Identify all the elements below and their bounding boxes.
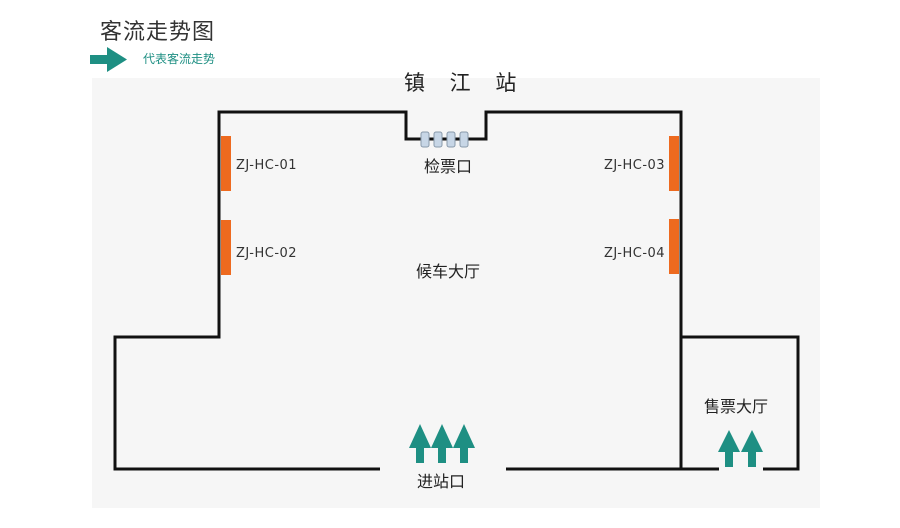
floor-plan-background	[92, 78, 820, 508]
ticket-hall-label: 售票大厅	[704, 397, 769, 416]
gate-slot	[459, 131, 469, 148]
ticket-gate-slots	[420, 131, 469, 148]
device-bar-zj-hc-04	[669, 219, 679, 274]
device-bar-zj-hc-02	[221, 220, 231, 275]
flow-arrow-icon	[741, 430, 763, 467]
device-bar-zj-hc-01	[221, 136, 231, 191]
main-wall	[113, 110, 683, 471]
station-name: 镇 江 站	[404, 71, 526, 95]
legend-label: 代表客流走势	[143, 52, 216, 66]
diagram-title: 客流走势图	[100, 20, 216, 45]
device-label-zj-hc-01: ZJ-HC-01	[236, 158, 298, 173]
gate-slot	[446, 131, 456, 148]
ticket-gate-label: 检票口	[424, 157, 473, 176]
device-label-zj-hc-02: ZJ-HC-02	[236, 246, 298, 261]
waiting-hall-label: 候车大厅	[416, 262, 481, 281]
flow-arrow-icon	[453, 424, 475, 463]
entrance-label: 进站口	[417, 472, 466, 491]
device-bar-zj-hc-03	[669, 136, 679, 191]
gate-slot	[433, 131, 443, 148]
flow-arrow-icon	[431, 424, 453, 463]
ticket-hall-wall	[681, 335, 800, 471]
ticket-hall-flow-arrows	[718, 430, 763, 467]
gate-slot	[420, 131, 430, 148]
device-label-zj-hc-03: ZJ-HC-03	[604, 158, 666, 173]
flow-arrow-icon	[718, 430, 740, 467]
flow-arrow-icon	[409, 424, 431, 463]
entrance-flow-arrows	[409, 424, 475, 463]
building-walls	[113, 110, 800, 471]
legend-arrow-icon	[90, 47, 127, 72]
device-label-zj-hc-04: ZJ-HC-04	[604, 246, 666, 261]
